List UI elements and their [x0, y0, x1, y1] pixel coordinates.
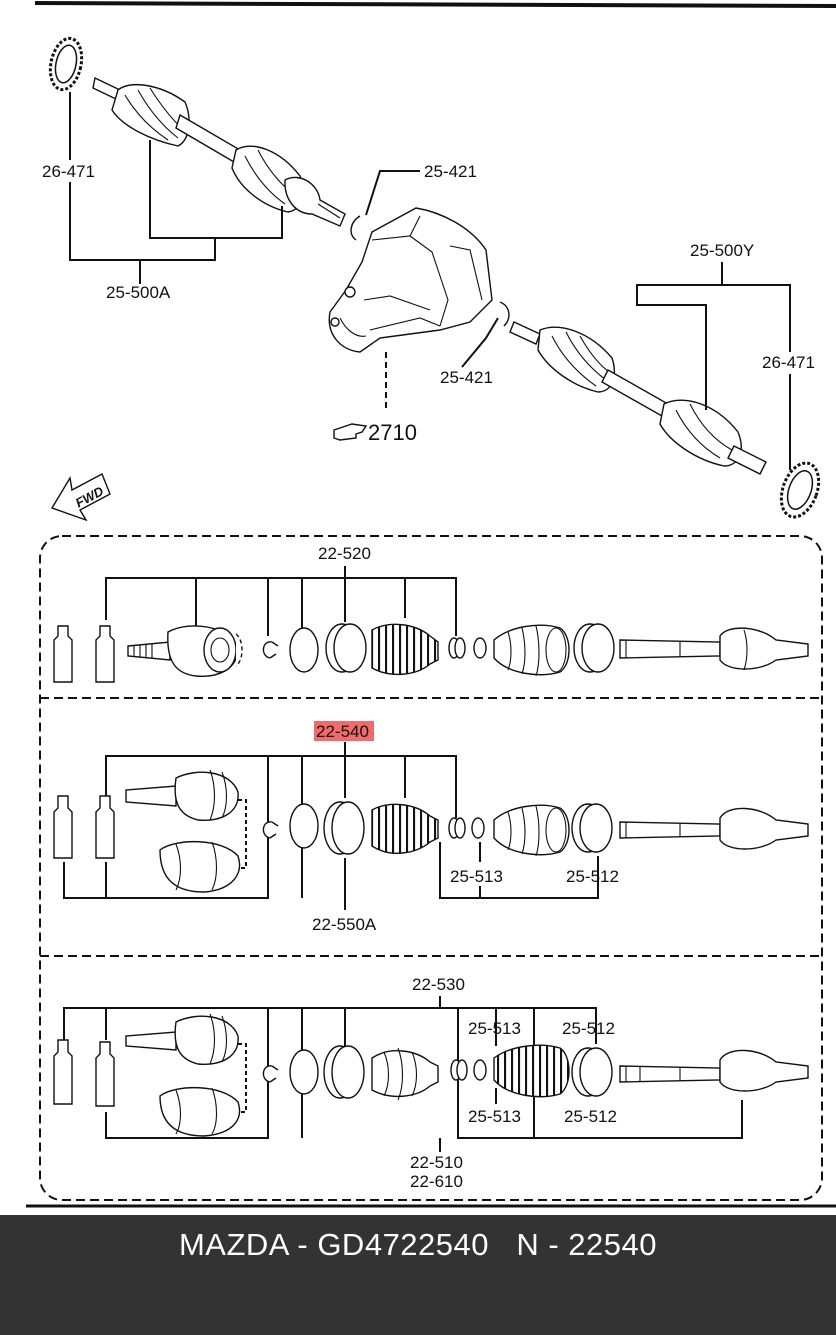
label-25-512-mid: 25-512 — [566, 867, 619, 886]
hand-pointer-icon — [333, 423, 368, 441]
section-1-parts — [53, 566, 809, 683]
abs-ring-right — [779, 461, 821, 519]
detail-box — [39, 535, 823, 1201]
label-22-530: 22-530 — [412, 975, 465, 994]
label-22-520: 22-520 — [318, 544, 371, 563]
label-22-610: 22-610 — [410, 1172, 463, 1191]
highlight-22-540 — [314, 721, 374, 741]
label-25-421-bottom: 25-421 — [440, 368, 493, 387]
abs-ring-left — [48, 36, 84, 92]
clip-25-421-right — [499, 301, 510, 327]
label-22-540: 22-540 — [316, 722, 369, 741]
parts-diagram: 26-471 25-421 25-500A 25-500Y 26-471 25-… — [26, 1, 836, 1208]
label-25-513-top: 25-513 — [468, 1019, 521, 1038]
section-2-parts — [53, 742, 809, 910]
label-25-512-bottom: 25-512 — [564, 1107, 617, 1126]
label-22-550a: 22-550A — [312, 915, 377, 934]
label-25-513-bottom: 25-513 — [468, 1107, 521, 1126]
footer-bar: MAZDA - GD4722540 N - 22540 — [0, 1215, 836, 1335]
label-26-471-right: 26-471 — [762, 353, 815, 372]
leader-lines-top — [69, 92, 791, 470]
section-3-parts — [53, 996, 809, 1152]
fwd-arrow-icon — [50, 473, 111, 522]
part-number-title: MAZDA - GD4722540 N - 22540 — [178, 1227, 657, 1262]
clip-25-421-left — [350, 215, 361, 241]
label-25-500a: 25-500A — [106, 283, 171, 302]
label-22-510: 22-510 — [410, 1153, 463, 1172]
label-25-513-mid: 25-513 — [450, 867, 503, 886]
top-border — [34, 1, 836, 8]
differential-housing — [328, 207, 493, 353]
label-2710: 2710 — [368, 420, 417, 445]
label-25-512-top: 25-512 — [562, 1019, 615, 1038]
label-26-471-left: 26-471 — [42, 162, 95, 181]
label-25-421-top: 25-421 — [424, 162, 477, 181]
drive-shaft-left — [92, 76, 346, 227]
label-25-500y: 25-500Y — [690, 241, 754, 260]
drive-shaft-right — [509, 321, 767, 475]
